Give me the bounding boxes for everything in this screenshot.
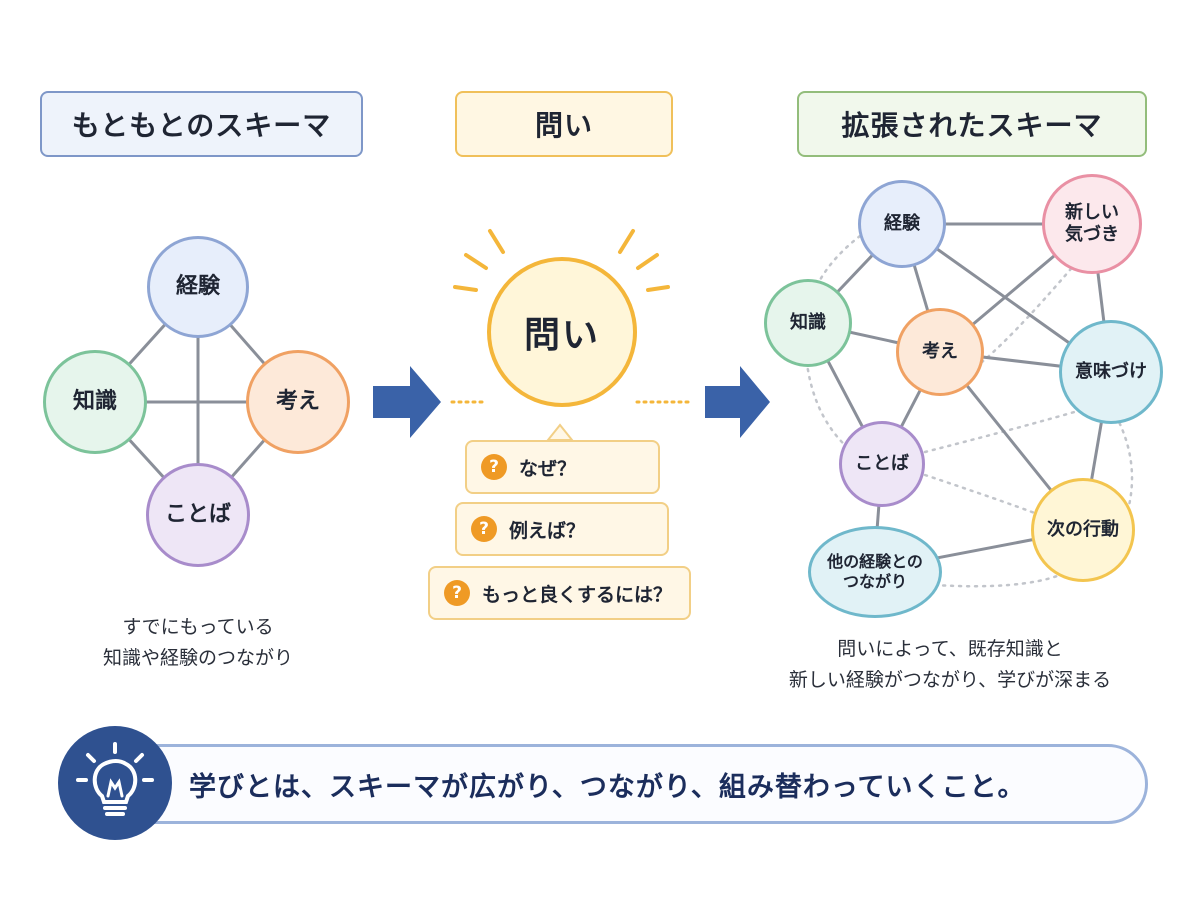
node-label: 知識 (790, 311, 826, 333)
summary-banner: 学びとは、スキーマが広がり、つながり、組み替わっていくこと。 (108, 744, 1148, 824)
node-meaning: 意味づけ (1059, 320, 1163, 424)
caption-expanded: 問いによって、既存知識と 新しい経験がつながり、学びが深まる (740, 634, 1160, 697)
question-mark-icon: ? (481, 454, 507, 480)
ray (453, 285, 478, 292)
question-mark-icon: ? (471, 516, 497, 542)
node-knowledge-label: 知識 (72, 389, 117, 415)
node-new-awareness: 新しい 気づき (1042, 174, 1142, 274)
caption-expanded-line2: 新しい経験がつながり、学びが深まる (788, 669, 1112, 692)
header-original-schema: もともとのスキーマ (40, 91, 363, 157)
node-label: 他の経験との つながり (827, 552, 923, 591)
node-other-experience: 他の経験との つながり (808, 526, 942, 618)
node-label: 新しい 気づき (1065, 201, 1119, 246)
lightbulb-icon (58, 726, 172, 840)
node-experience: 経験 (147, 236, 249, 338)
question-mark-icon: ? (444, 580, 470, 606)
node-words-label: ことば (164, 502, 231, 528)
caption-original-line2: 知識や経験のつながり (102, 647, 293, 670)
caption-original: すでにもっている 知識や経験のつながり (60, 612, 336, 675)
dotted-edge-words-action (923, 473, 1042, 517)
header-expanded-label: 拡張されたスキーマ (841, 109, 1103, 142)
arrow-to-question (373, 366, 441, 438)
ray (464, 253, 488, 270)
header-expanded-schema: 拡張されたスキーマ (797, 91, 1147, 157)
header-question: 問い (455, 91, 673, 157)
question-item-label: 例えば？ (509, 519, 586, 542)
dotted-edge-other-action (933, 573, 1062, 588)
node-words-expanded: ことば (839, 421, 925, 507)
ray (488, 229, 505, 254)
node-words: ことば (146, 463, 250, 567)
lightbulb-icon-graphic (76, 742, 154, 816)
node-label: 考え (922, 340, 958, 362)
question-bubble-label: 問い (523, 315, 600, 356)
ray (618, 229, 635, 254)
node-label: ことば (855, 452, 909, 474)
caption-original-line1: すでにもっている (122, 616, 274, 638)
question-item-example: ? 例えば？ (455, 502, 669, 556)
node-label: 意味づけ (1075, 360, 1147, 382)
ray (646, 285, 670, 292)
summary-banner-text: 学びとは、スキーマが広がり、つながり、組み替わっていくこと。 (189, 771, 1026, 803)
node-next-action: 次の行動 (1031, 478, 1135, 582)
question-item-improve: ? もっと良くするには？ (428, 566, 691, 620)
question-item-label: もっと良くするには？ (482, 583, 673, 606)
node-experience-label: 経験 (175, 274, 220, 300)
node-label: 次の行動 (1047, 518, 1119, 540)
node-thought-label: 考え (275, 389, 320, 415)
node-thought: 考え (246, 350, 350, 454)
node-knowledge-expanded: 知識 (764, 279, 852, 367)
node-label: 経験 (884, 212, 920, 234)
question-bubble: 問い (487, 257, 637, 407)
ray (636, 253, 659, 270)
header-question-label: 問い (534, 109, 593, 142)
node-experience-expanded: 経験 (858, 180, 946, 268)
node-thought-expanded: 考え (896, 308, 984, 396)
speech-pointer (545, 423, 575, 441)
question-item-why: ? なぜ？ (465, 440, 660, 494)
arrow-to-expanded (705, 366, 770, 438)
question-item-label: なぜ？ (519, 457, 577, 480)
header-original-label: もともとのスキーマ (71, 109, 332, 142)
dotted-edge-words-meaning (923, 400, 1110, 454)
node-knowledge: 知識 (43, 350, 147, 454)
bubble-rays (453, 229, 670, 292)
caption-expanded-line1: 問いによって、既存知識と (837, 638, 1063, 660)
